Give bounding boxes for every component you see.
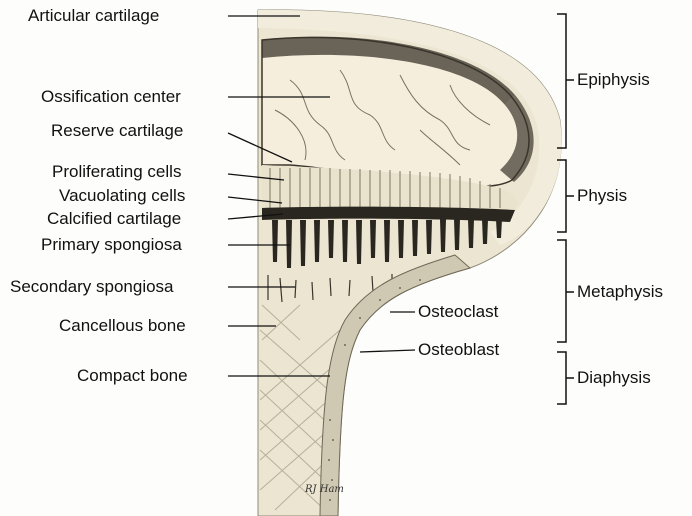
leader-proliferating-cells [227, 173, 285, 181]
label-proliferating-cells: Proliferating cells [52, 162, 182, 181]
label-diaphysis: Diaphysis [577, 368, 651, 387]
label-ossification-center: Ossification center [41, 87, 181, 106]
articular-cartilage-region [258, 9, 562, 245]
label-vacuolating-cells: Vacuolating cells [59, 186, 186, 205]
label-articular-cartilage: Articular cartilage [28, 6, 160, 25]
chondrocyte-columns [269, 168, 501, 208]
leader-calcified-cartilage [227, 213, 284, 220]
label-metaphysis: Metaphysis [577, 282, 663, 301]
leader-osteoblast [359, 349, 416, 353]
leader-reserve-cartilage [227, 132, 293, 163]
label-calcified-cartilage: Calcified cartilage [47, 209, 182, 228]
label-secondary-spongiosa: Secondary spongiosa [10, 277, 174, 296]
leader-vacuolating-cells [227, 196, 283, 204]
bracket-diaphysis [557, 351, 567, 405]
bracket-metaphysis [557, 239, 567, 343]
ossification-trabeculae [274, 69, 491, 166]
label-osteoclast: Osteoclast [418, 302, 499, 321]
ossification-rim [262, 36, 515, 105]
ossification-rim-right [500, 95, 534, 182]
artist-signature: RJ Ham [305, 484, 344, 495]
label-compact-bone: Compact bone [77, 366, 188, 385]
bracket-epiphysis [557, 13, 567, 149]
label-primary-spongiosa: Primary spongiosa [41, 235, 182, 254]
cortex-stipple [328, 279, 421, 501]
label-epiphysis: Epiphysis [577, 70, 650, 89]
label-cancellous-bone: Cancellous bone [59, 316, 186, 335]
label-physis: Physis [577, 186, 628, 205]
inner-leader-lines [359, 311, 416, 353]
left-leader-lines [227, 15, 330, 377]
physis-band [262, 165, 517, 210]
region-brackets [557, 13, 574, 405]
calcified-band [262, 206, 515, 222]
label-osteoblast: Osteoblast [418, 340, 500, 359]
label-reserve-cartilage: Reserve cartilage [51, 121, 184, 140]
primary-spongiosa-columns [272, 219, 502, 268]
